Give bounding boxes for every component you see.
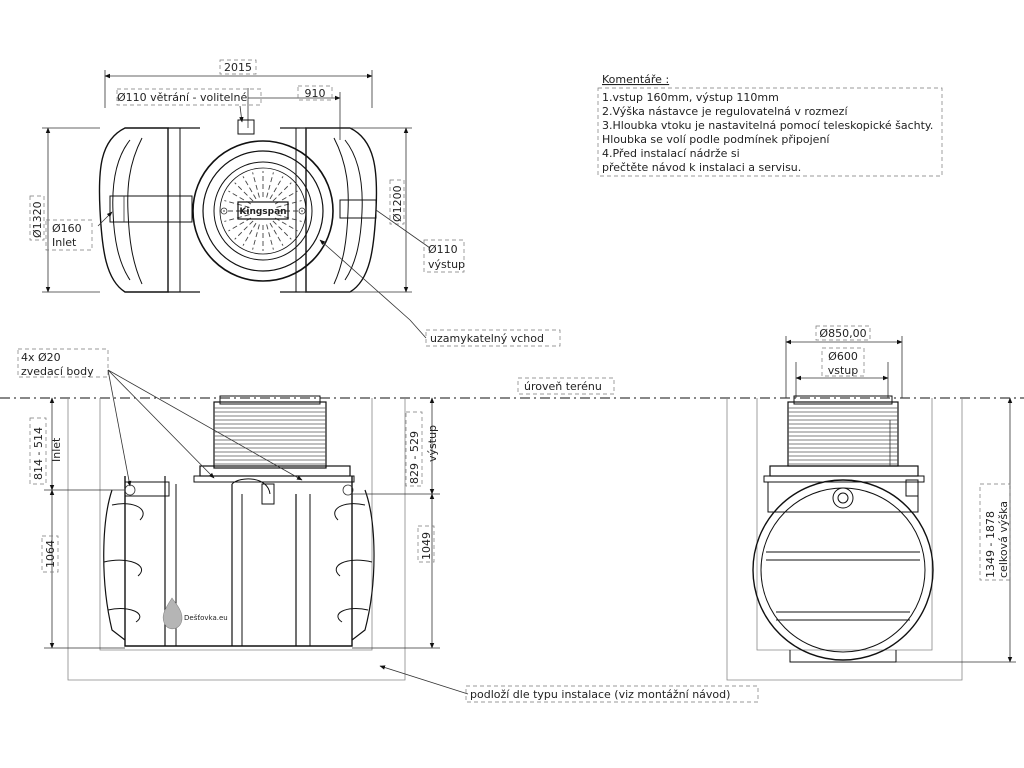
lid-rib — [272, 182, 292, 202]
outlet-diameter: Ø110 — [428, 243, 458, 256]
lid-rib — [266, 172, 274, 198]
note-line: 1.vstup 160mm, výstup 110mm — [602, 91, 779, 104]
lid-rib — [274, 217, 298, 232]
dim-lid: Ø1200 — [391, 185, 404, 222]
inlet-label: Inlet — [52, 236, 77, 249]
lid-rib — [269, 222, 284, 246]
lid-rib — [272, 220, 292, 240]
lid-rib — [228, 217, 252, 232]
dim-total-length: 2015 — [224, 61, 252, 74]
dim-total-label: celková výška — [997, 501, 1010, 578]
dim-total: 1349 - 1878 — [984, 511, 997, 578]
lid-label: uzamykatelný vchod — [430, 332, 544, 345]
lid-rib — [252, 172, 260, 198]
riser-ribs — [214, 407, 326, 465]
lid-rib — [242, 176, 257, 200]
lid-rib — [276, 200, 302, 208]
lid-rib — [266, 224, 274, 250]
ground-label: úroveň terénu — [524, 380, 602, 393]
dim-inlet-depth: 814 - 514 — [32, 427, 45, 480]
outlet-label: výstup — [428, 258, 465, 271]
note-line: 4.Před instalací nádrže si — [602, 147, 740, 160]
lifting-label: zvedací body — [21, 365, 94, 378]
top-view: 2015 910 Ø110 větrání - volitelné — [29, 59, 561, 347]
vent-label: Ø110 větrání - volitelné — [117, 91, 247, 104]
lid-rib — [276, 214, 302, 222]
note-line: přečtěte návod k instalaci a servisu. — [602, 161, 801, 174]
side-view: Dešťovka.eu 4x Ø20 zvedací body 814 - 51… — [17, 348, 759, 703]
end-view: Ø850,00 Ø600 vstup 1349 - 1878 celková v — [726, 325, 1016, 681]
note-line: Hloubka se volí podle podmínek připojení — [602, 133, 830, 146]
dim-height: Ø1320 — [31, 201, 44, 238]
notes-title: Komentáře : — [602, 73, 669, 86]
lid-rib — [234, 182, 254, 202]
dim-inner-label: vstup — [828, 364, 859, 377]
dim-right-height: 1049 — [420, 532, 433, 560]
dim-outer: Ø850,00 — [819, 327, 866, 340]
dim-left-height: 1064 — [44, 540, 57, 568]
notes-block: Komentáře : 1.vstup 160mm, výstup 110mm … — [597, 73, 943, 177]
dim-outlet-depth: 829 - 529 — [408, 431, 421, 484]
dim-outlet-label: výstup — [426, 425, 439, 462]
inlet-diameter: Ø160 — [52, 222, 82, 235]
note-line: 2.Výška nástavce je regulovatelná v rozm… — [602, 105, 848, 118]
lid-rib — [269, 176, 284, 200]
lid-rib — [224, 200, 250, 208]
brand-logo-text: Kingspan — [239, 207, 286, 217]
dim-inlet-label: Inlet — [50, 437, 63, 462]
lid-rib — [242, 222, 257, 246]
note-line: 3.Hloubka vtoku je nastavitelná pomocí t… — [602, 119, 933, 132]
lid-rib — [224, 214, 250, 222]
riser-ribs — [788, 407, 898, 465]
lid-rib — [252, 224, 260, 250]
lifting-count: 4x Ø20 — [21, 351, 61, 364]
watermark: Dešťovka.eu — [184, 613, 228, 622]
dim-inner: Ø600 — [828, 350, 858, 363]
base-label: podloží dle typu instalace (viz montážní… — [470, 688, 730, 701]
lid-rib — [234, 220, 254, 240]
dim-offset: 910 — [305, 87, 326, 100]
